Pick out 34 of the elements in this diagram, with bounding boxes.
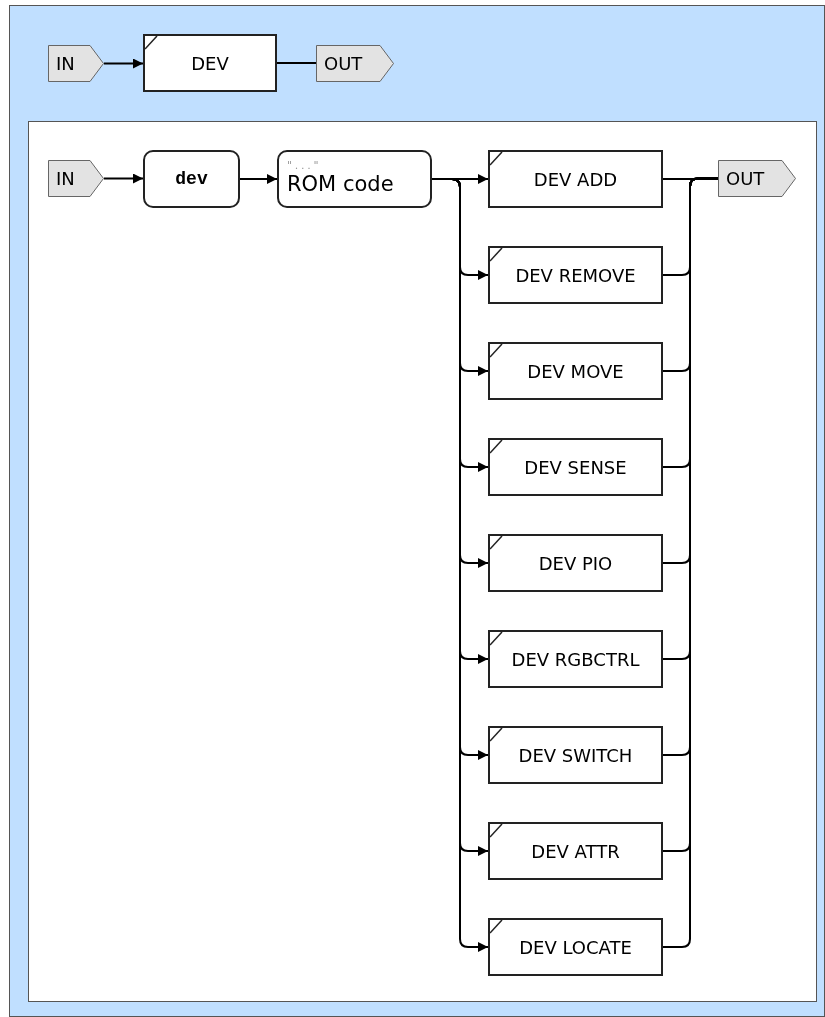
connector-arrow (103, 58, 144, 69)
parameter-label: ROM code (287, 171, 395, 198)
placeholder-quote: "..." (287, 160, 322, 172)
function-box (488, 438, 663, 496)
box-label: DEV ADD (533, 167, 618, 192)
port-label: OUT (324, 52, 363, 76)
box-label: DEV SENSE (524, 455, 627, 480)
function-box (488, 918, 663, 976)
box-label: DEV RGBCTRL (511, 647, 640, 672)
connector-arrow (239, 174, 278, 184)
port-tag (316, 45, 394, 82)
box-label: DEV SWITCH (518, 743, 633, 768)
port-label: OUT (726, 167, 765, 191)
box-label: DEV LOCATE (519, 935, 632, 960)
function-box (488, 150, 663, 208)
function-box (488, 534, 663, 592)
function-box (488, 822, 663, 880)
box-label: DEV REMOVE (515, 263, 636, 288)
box-label: DEV ATTR (531, 839, 620, 864)
port-label: IN (56, 52, 75, 76)
function-box (488, 726, 663, 784)
port-tag (718, 160, 796, 197)
function-box (488, 246, 663, 304)
box-label: DEV (191, 51, 229, 76)
function-box (143, 34, 277, 92)
keyword-label: dev (175, 167, 208, 191)
parameter-box (277, 150, 432, 208)
function-box (488, 342, 663, 400)
box-label: DEV MOVE (527, 359, 624, 384)
function-box (488, 630, 663, 688)
connector-arrow (103, 173, 144, 184)
port-label: IN (56, 167, 75, 191)
box-label: DEV PIO (538, 551, 613, 576)
keyword-box (143, 150, 240, 208)
